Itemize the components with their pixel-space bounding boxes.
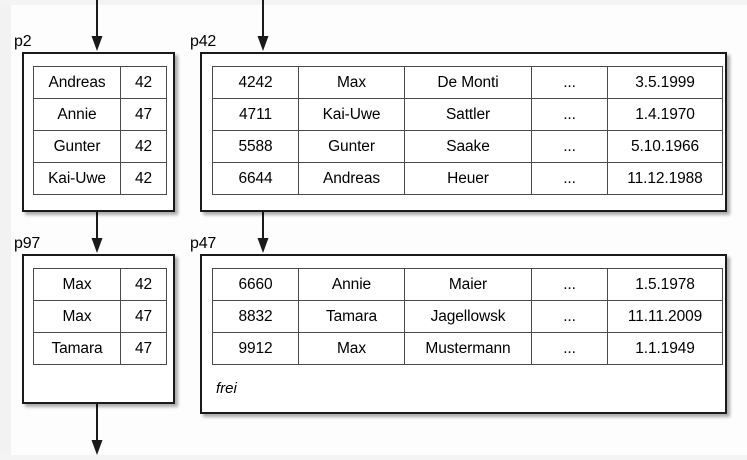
cell-key: 4242 — [212, 66, 299, 99]
cell-key: 9912 — [212, 332, 299, 365]
arrow-p97-to-bottom — [90, 404, 104, 456]
cell-key: 5588 — [212, 130, 299, 163]
cell-value: 42 — [120, 66, 167, 99]
data-table-p47: 6660 Annie Maier ... 1.5.1978 8832 Tamar… — [212, 268, 723, 365]
arrow-into-p2 — [90, 0, 104, 52]
cell-last: Sattler — [404, 98, 532, 131]
table-row[interactable]: 6660 Annie Maier ... 1.5.1978 — [212, 268, 723, 301]
arrow-into-p42 — [256, 0, 270, 52]
cell-date: 1.4.1970 — [607, 98, 723, 131]
left-gutter-band — [0, 0, 11, 460]
cell-date: 11.11.2009 — [607, 300, 723, 333]
cell-date: 11.12.1988 — [607, 162, 723, 195]
index-table-p97: Max 42 Max 47 Tamara 47 — [33, 268, 167, 365]
cell-more: ... — [531, 300, 608, 333]
table-row[interactable]: Annie 47 — [33, 98, 167, 131]
table-row[interactable]: Tamara 47 — [33, 332, 167, 365]
cell-more: ... — [531, 98, 608, 131]
data-table-p42: 4242 Max De Monti ... 3.5.1999 4711 Kai-… — [212, 66, 723, 195]
cell-first: Andreas — [298, 162, 405, 195]
cell-name: Gunter — [33, 130, 121, 163]
cell-date: 5.10.1966 — [607, 130, 723, 163]
table-row[interactable]: 4711 Kai-Uwe Sattler ... 1.4.1970 — [212, 98, 723, 131]
cell-last: Jagellowsk — [404, 300, 532, 333]
top-gutter-band — [0, 0, 747, 5]
cell-value: 47 — [120, 98, 167, 131]
table-row[interactable]: 8832 Tamara Jagellowsk ... 11.11.2009 — [212, 300, 723, 333]
table-row[interactable]: 5588 Gunter Saake ... 5.10.1966 — [212, 130, 723, 163]
cell-value: 42 — [120, 268, 167, 301]
table-row[interactable]: 4242 Max De Monti ... 3.5.1999 — [212, 66, 723, 99]
cell-key: 6644 — [212, 162, 299, 195]
cell-key: 8832 — [212, 300, 299, 333]
cell-more: ... — [531, 162, 608, 195]
cell-value: 42 — [120, 162, 167, 195]
cell-date: 3.5.1999 — [607, 66, 723, 99]
index-table-p2: Andreas 42 Annie 47 Gunter 42 Kai-Uwe 42 — [33, 66, 167, 195]
cell-more: ... — [531, 332, 608, 365]
page-label-p97: p97 — [14, 235, 41, 252]
cell-first: Annie — [298, 268, 405, 301]
table-row[interactable]: Andreas 42 — [33, 66, 167, 99]
cell-first: Tamara — [298, 300, 405, 333]
cell-value: 47 — [120, 300, 167, 333]
cell-last: Mustermann — [404, 332, 532, 365]
cell-first: Max — [298, 332, 405, 365]
page-box-p97[interactable]: Max 42 Max 47 Tamara 47 — [22, 254, 175, 404]
arrow-p2-to-p97 — [90, 212, 104, 254]
table-row[interactable]: Max 47 — [33, 300, 167, 333]
table-row[interactable]: 9912 Max Mustermann ... 1.1.1949 — [212, 332, 723, 365]
cell-more: ... — [531, 130, 608, 163]
free-space-label: frei — [216, 380, 237, 397]
cell-name: Andreas — [33, 66, 121, 99]
table-row[interactable]: Kai-Uwe 42 — [33, 162, 167, 195]
cell-name: Annie — [33, 98, 121, 131]
cell-first: Max — [298, 66, 405, 99]
cell-name: Max — [33, 300, 121, 333]
cell-more: ... — [531, 268, 608, 301]
cell-first: Gunter — [298, 130, 405, 163]
page-label-p2: p2 — [14, 33, 32, 50]
page-box-p42[interactable]: 4242 Max De Monti ... 3.5.1999 4711 Kai-… — [200, 52, 727, 212]
cell-last: Maier — [404, 268, 532, 301]
table-row[interactable]: 6644 Andreas Heuer ... 11.12.1988 — [212, 162, 723, 195]
cell-first: Kai-Uwe — [298, 98, 405, 131]
cell-name: Kai-Uwe — [33, 162, 121, 195]
table-row[interactable]: Gunter 42 — [33, 130, 167, 163]
page-box-p2[interactable]: Andreas 42 Annie 47 Gunter 42 Kai-Uwe 42 — [22, 52, 175, 212]
cell-value: 47 — [120, 332, 167, 365]
cell-last: De Monti — [404, 66, 532, 99]
cell-date: 1.1.1949 — [607, 332, 723, 365]
arrow-p42-to-p47 — [256, 212, 270, 254]
cell-name: Tamara — [33, 332, 121, 365]
page-box-p47[interactable]: 6660 Annie Maier ... 1.5.1978 8832 Tamar… — [200, 254, 727, 414]
cell-last: Saake — [404, 130, 532, 163]
cell-date: 1.5.1978 — [607, 268, 723, 301]
cell-more: ... — [531, 66, 608, 99]
cell-key: 6660 — [212, 268, 299, 301]
cell-last: Heuer — [404, 162, 532, 195]
table-row[interactable]: Max 42 — [33, 268, 167, 301]
cell-name: Max — [33, 268, 121, 301]
page-label-p42: p42 — [190, 33, 217, 50]
page-label-p47: p47 — [190, 235, 217, 252]
bottom-gutter-band — [0, 455, 747, 460]
cell-value: 42 — [120, 130, 167, 163]
cell-key: 4711 — [212, 98, 299, 131]
